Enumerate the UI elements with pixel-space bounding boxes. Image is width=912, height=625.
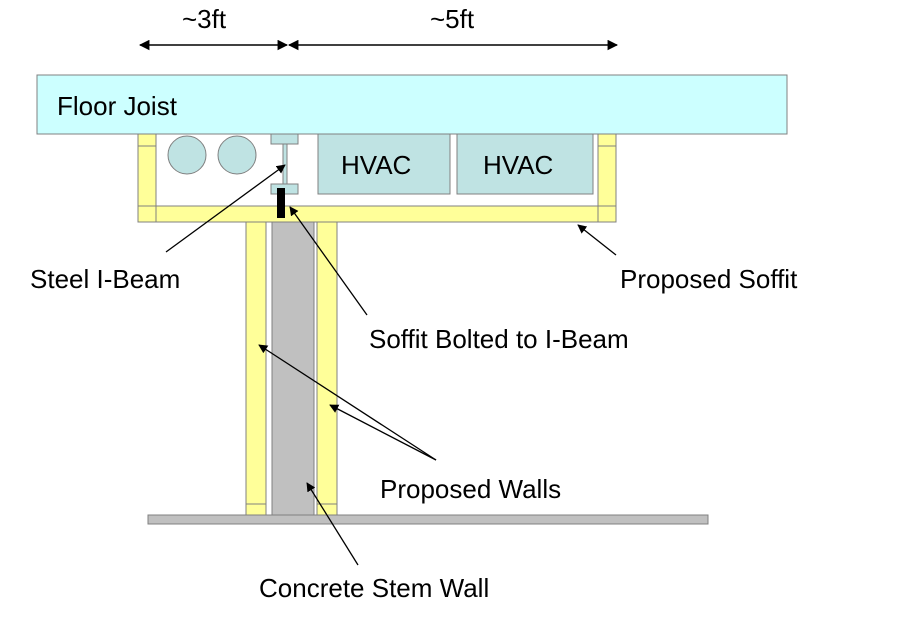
leader-proposed-walls-right — [329, 404, 437, 461]
proposed-soffit-label: Proposed Soffit — [620, 264, 798, 294]
dimension-label-5ft: ~5ft — [430, 4, 475, 34]
proposed-wall-right-foot — [316, 503, 338, 516]
hvac-duct-2-label: HVAC — [483, 150, 553, 180]
pipe-2 — [217, 135, 257, 175]
i-beam-top-flange — [270, 133, 299, 145]
pipe-1 — [167, 135, 207, 175]
dimension-label-3ft: ~3ft — [182, 4, 227, 34]
leader-proposed-walls-left — [258, 344, 437, 461]
soffit-right-post-end — [597, 133, 617, 147]
hvac-duct-1 — [317, 133, 451, 195]
leader-steel-i-beam — [165, 164, 286, 253]
concrete-stem-wall — [271, 221, 315, 516]
proposed-wall-left — [245, 221, 267, 505]
leader-concrete-stem-wall — [306, 482, 359, 566]
soffit-left-post-end — [137, 133, 157, 147]
concrete-stem-wall-label: Concrete Stem Wall — [259, 573, 489, 603]
floor-joist-label: Floor Joist — [57, 91, 178, 121]
proposed-soffit — [155, 205, 599, 223]
soffit-right-post-foot — [597, 205, 617, 223]
i-beam-web — [282, 143, 288, 185]
leader-proposed-soffit — [577, 224, 617, 256]
steel-i-beam-label: Steel I-Beam — [30, 264, 180, 294]
footing-slab — [147, 514, 709, 525]
soffit-bolted-label: Soffit Bolted to I-Beam — [369, 324, 629, 354]
proposed-wall-left-foot — [245, 503, 267, 516]
proposed-wall-right — [316, 221, 338, 505]
soffit-bolt — [277, 188, 285, 218]
leader-soffit-bolted — [289, 206, 368, 316]
soffit-left-post-foot — [137, 205, 157, 223]
hvac-duct-2 — [456, 133, 594, 195]
floor-joist — [36, 74, 788, 135]
proposed-walls-label: Proposed Walls — [380, 474, 561, 504]
hvac-duct-1-label: HVAC — [341, 150, 411, 180]
